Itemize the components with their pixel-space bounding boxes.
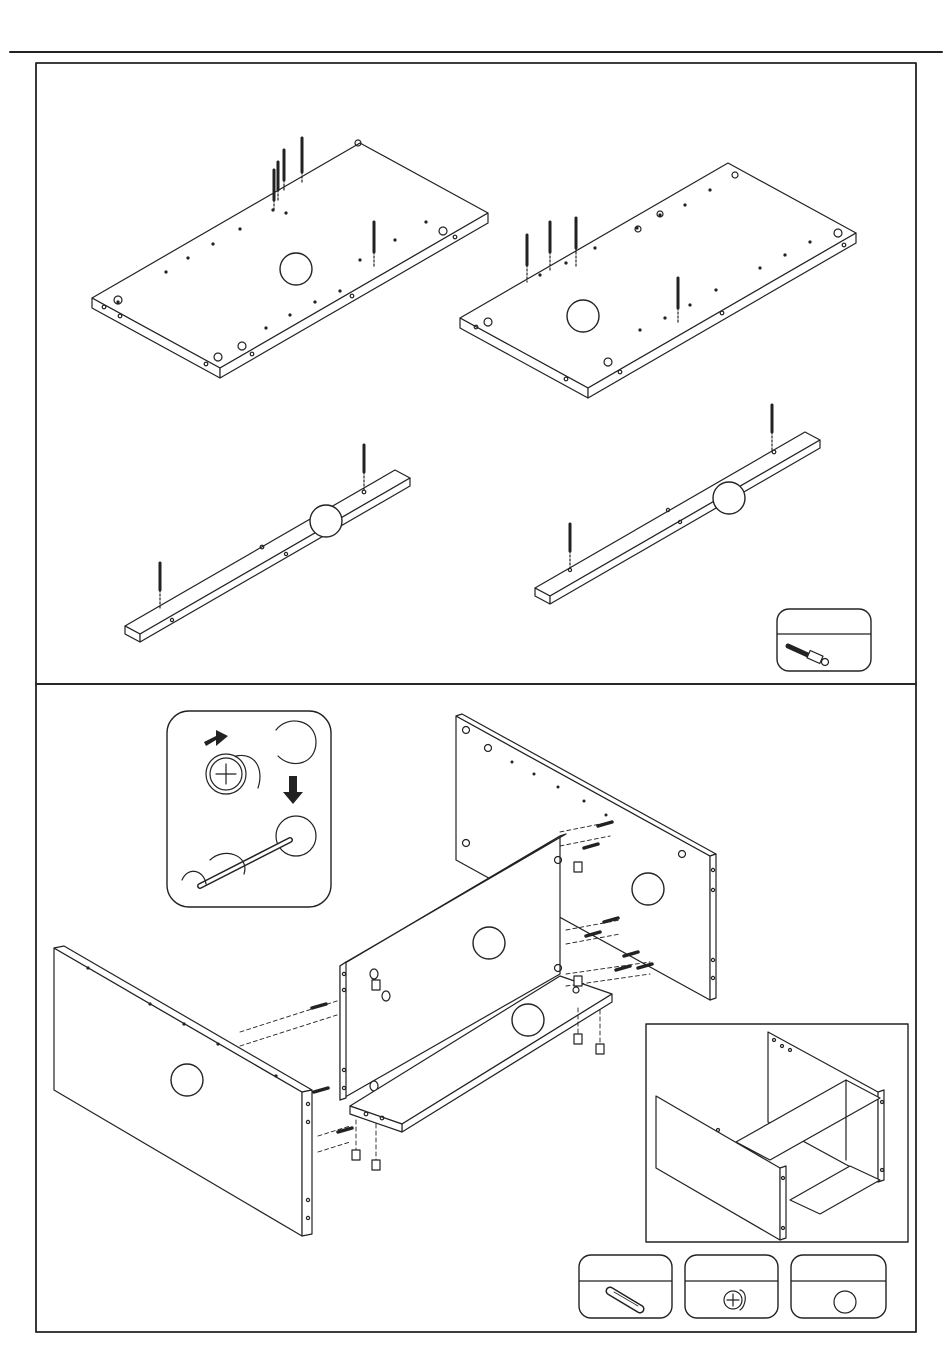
assembled-preview (646, 1024, 908, 1242)
hardware-box-cam-lock (685, 1255, 778, 1318)
rail-d (535, 405, 820, 604)
cam-lock-detail-box (167, 711, 331, 907)
hardware-box-wood-dowel (579, 1255, 672, 1318)
rail-c-label-circle (310, 505, 342, 537)
panel-a (92, 138, 488, 378)
hardware-box-cover-cap (791, 1255, 886, 1318)
hardware-box-cam-bolt (777, 609, 871, 671)
rail-d-label-circle (713, 482, 745, 514)
step-upper-frame (36, 63, 916, 684)
panel-b (460, 163, 856, 398)
front-panel (54, 946, 312, 1236)
rail-c (125, 445, 410, 642)
